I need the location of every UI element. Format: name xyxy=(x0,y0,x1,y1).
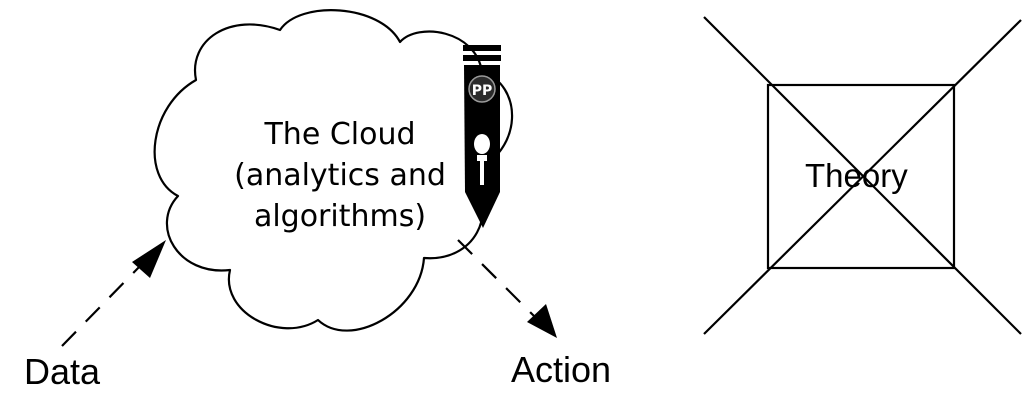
theory-box xyxy=(766,83,956,270)
cloud-line-2: (analytics and xyxy=(234,158,446,193)
data-label: Data xyxy=(24,351,101,392)
data-arrow xyxy=(61,240,166,347)
theory-label: Theory xyxy=(805,157,908,194)
cloud-line-1: The Cloud xyxy=(264,117,416,152)
data-arrowhead xyxy=(132,240,166,278)
action-arrowhead xyxy=(527,304,557,338)
action-label: Action xyxy=(511,349,612,390)
microphone-handle xyxy=(477,155,487,161)
cloud-line-3: algorithms) xyxy=(253,199,427,234)
cloud-text: The Cloud (analytics and algorithms) xyxy=(222,114,458,237)
pen-with-microphone-icon: PP xyxy=(463,45,501,228)
pen-logo-text: PP xyxy=(472,83,493,99)
action-arrow xyxy=(457,239,557,338)
microphone-head xyxy=(474,134,490,154)
cross-line-b xyxy=(703,19,1022,335)
crossed-out-theory-figure xyxy=(703,16,1022,335)
cloud-shape xyxy=(153,9,514,332)
pen-logo-badge xyxy=(468,75,496,103)
